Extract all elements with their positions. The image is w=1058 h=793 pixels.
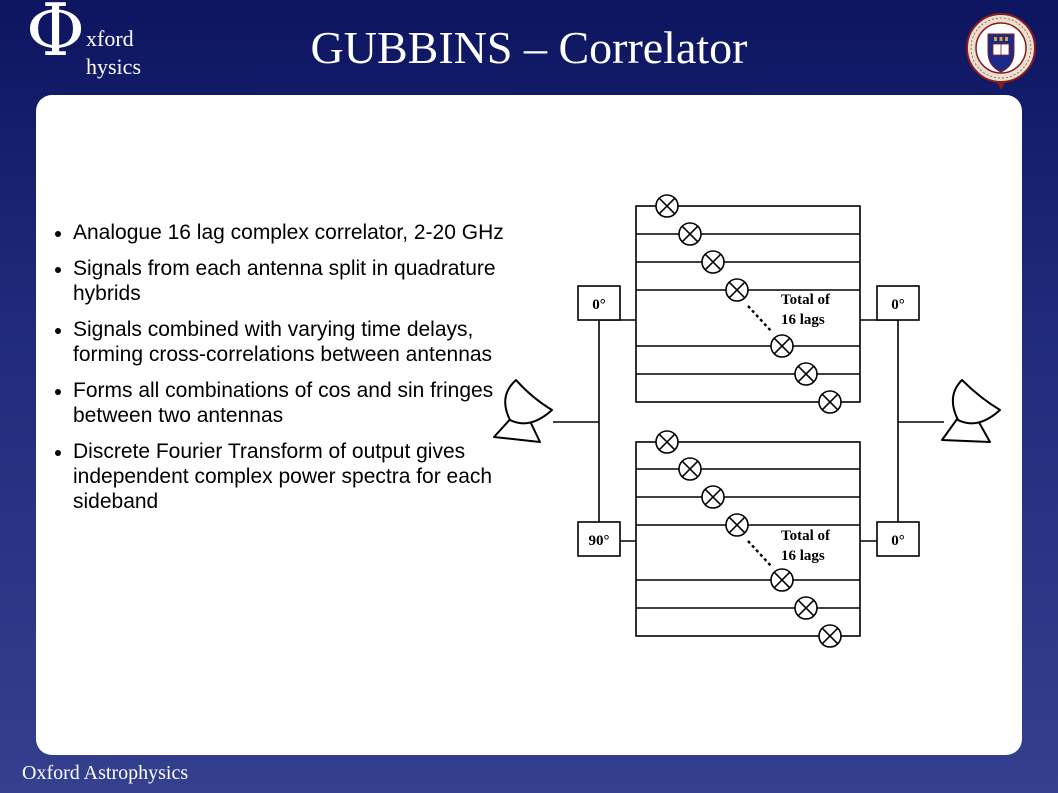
lower-lags-label-line2: 16 lags bbox=[781, 548, 825, 564]
bullet-dot-icon bbox=[55, 389, 61, 395]
bullet-item: Signals from each antenna split in quadr… bbox=[50, 256, 530, 306]
oxford-university-crest-icon bbox=[966, 13, 1036, 90]
right-antenna-dish-icon bbox=[941, 379, 1001, 443]
lower-right-phase-label: 0° bbox=[891, 533, 905, 549]
bullet-list: Analogue 16 lag complex correlator, 2-20… bbox=[50, 220, 530, 525]
mixer-icon bbox=[655, 194, 679, 218]
logo-phi: Φ bbox=[26, 0, 86, 72]
oxford-physics-logo: Φ xford hysics bbox=[22, 0, 152, 84]
page-title: GUBBINS – Correlator bbox=[310, 22, 748, 73]
upper-right-phase-label: 0° bbox=[891, 297, 905, 313]
mixer-icon bbox=[678, 222, 702, 246]
bullet-item: Discrete Fourier Transform of output giv… bbox=[50, 439, 530, 514]
mixer-icon bbox=[701, 250, 725, 274]
logo-word-xford: xford bbox=[86, 26, 134, 51]
mixer-icon bbox=[678, 457, 702, 481]
lower-left-phase-label: 90° bbox=[589, 533, 610, 549]
bullet-dot-icon bbox=[55, 267, 61, 273]
upper-lags-label-line2: 16 lags bbox=[781, 312, 825, 328]
upper-correlator-block bbox=[635, 205, 861, 403]
mixer-icon bbox=[794, 362, 818, 386]
mixer-icon bbox=[818, 624, 842, 648]
signal-lines bbox=[553, 319, 944, 542]
mixer-icon bbox=[794, 596, 818, 620]
logo-word-hysics: hysics bbox=[86, 54, 141, 79]
mixer-icon bbox=[701, 485, 725, 509]
bullet-item: Signals combined with varying time delay… bbox=[50, 317, 530, 367]
mixer-icon bbox=[770, 568, 794, 592]
left-antenna-dish-icon bbox=[493, 379, 553, 443]
bullet-dot-icon bbox=[55, 231, 61, 237]
bullet-dot-icon bbox=[55, 328, 61, 334]
bullet-item: Forms all combinations of cos and sin fr… bbox=[50, 378, 530, 428]
lower-lags-label-line1: Total of bbox=[781, 528, 831, 544]
footer-text: Oxford Astrophysics bbox=[22, 762, 189, 784]
quadrature-hybrid-boxes bbox=[577, 285, 920, 557]
multiplier-mixers bbox=[655, 194, 842, 648]
mixer-icon bbox=[725, 278, 749, 302]
mixer-icon bbox=[655, 430, 679, 454]
mixer-icon bbox=[725, 513, 749, 537]
mixer-icon bbox=[818, 390, 842, 414]
correlator-diagram: 0° 0° 90° 0° Total of 16 lags Total of 1… bbox=[493, 194, 1001, 648]
bullet-item: Analogue 16 lag complex correlator, 2-20… bbox=[50, 220, 530, 245]
mixer-icon bbox=[770, 334, 794, 358]
upper-left-phase-label: 0° bbox=[592, 297, 606, 313]
bullet-dot-icon bbox=[55, 450, 61, 456]
upper-lags-label-line1: Total of bbox=[781, 292, 831, 308]
